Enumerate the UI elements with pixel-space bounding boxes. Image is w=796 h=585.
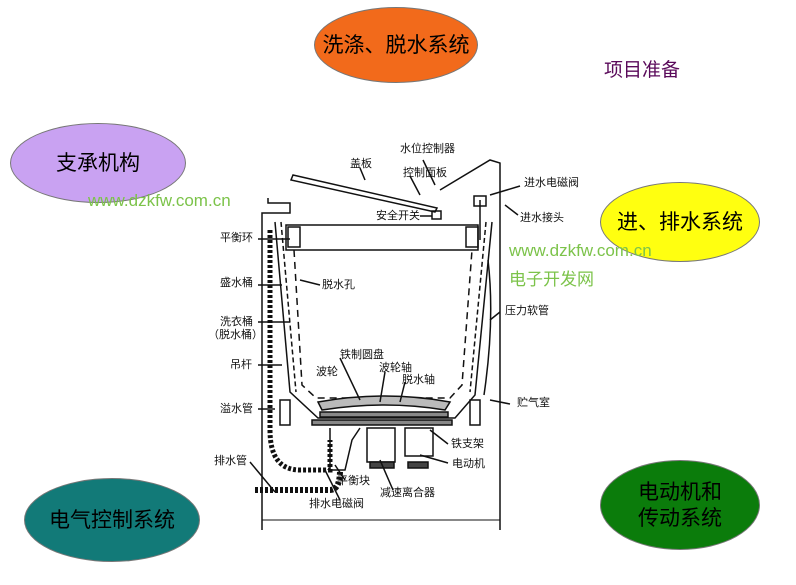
label-counterweight: 平衡块 <box>337 474 370 487</box>
label-pressure-hose: 压力软管 <box>505 303 549 317</box>
label-safety-switch: 安全开关 <box>376 208 420 222</box>
label-clutch: 减速离合器 <box>380 485 435 499</box>
label-spin-tub: （脱水桶） <box>208 327 263 341</box>
watermark-site-name: 电子开发网 <box>509 270 594 289</box>
label-inner-tub: 洗衣桶 <box>220 314 253 328</box>
bubble-label: 电气控制系统 <box>49 507 175 532</box>
label-spin-shaft: 脱水轴 <box>402 372 435 386</box>
label-inlet-joint: 进水接头 <box>520 211 564 224</box>
label-pulsator-shaft: 波轮轴 <box>379 360 412 374</box>
wash-spin-system-bubble: 洗涤、脱水系统 <box>314 7 478 83</box>
motor-system-bubble: 电动机和传动系统 <box>600 460 760 550</box>
support-system-bubble: 支承机构 <box>10 123 186 203</box>
label-water-level-controller: 水位控制器 <box>400 141 455 155</box>
label-spin-holes: 脱水孔 <box>322 277 355 291</box>
label-pulsator: 波轮 <box>316 364 338 378</box>
page-title: 项目准备 <box>604 59 681 81</box>
label-drain-pipe: 排水管 <box>214 453 247 467</box>
label-motor: 电动机 <box>452 456 485 470</box>
label-air-chamber: 贮气室 <box>517 395 550 409</box>
electric-system-bubble: 电气控制系统 <box>24 478 200 562</box>
bubble-label: 进、排水系统 <box>617 209 743 234</box>
label-balance-ring: 平衡环 <box>220 231 253 244</box>
label-lid: 盖板 <box>350 156 372 170</box>
bubble-label: 洗涤、脱水系统 <box>322 32 470 57</box>
label-inlet-valve: 进水电磁阀 <box>524 175 579 189</box>
label-iron-bracket: 铁支架 <box>451 437 484 450</box>
watermark-url: www.dzkfw.com.cn <box>88 191 231 210</box>
water-system-bubble: 进、排水系统 <box>600 182 760 262</box>
label-iron-disc: 铁制圆盘 <box>340 347 384 361</box>
bubble-label: 传动系统 <box>638 506 722 530</box>
label-outer-tub: 盛水桶 <box>220 275 253 289</box>
label-control-panel: 控制面板 <box>403 165 447 179</box>
watermark-url: www.dzkfw.com.cn <box>509 241 652 260</box>
bubble-label: 电动机和 <box>638 479 722 504</box>
label-drain-valve: 排水电磁阀 <box>309 496 364 510</box>
bubble-label: 支承机构 <box>56 150 140 175</box>
label-suspension-rod: 吊杆 <box>230 357 252 371</box>
label-overflow-pipe: 溢水管 <box>220 401 253 415</box>
